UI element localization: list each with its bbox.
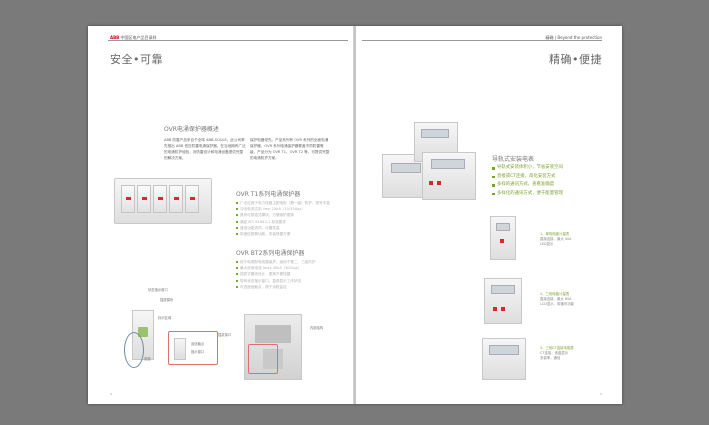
callout-label: 标识区域	[158, 316, 172, 320]
list-item: 多样的通讯方式，查看准确度	[492, 181, 563, 190]
meter-1-caption: 1、单相电能计量表 直接连接，最大 40A LED显示	[540, 232, 571, 247]
left-page: ABB 中国区电产品目录样 安全•可靠 OVR电涌保护器概述 ABB 防雷产品来…	[88, 26, 354, 404]
header-rule	[108, 40, 348, 41]
list-item: 用于电源配电线路保护，适用于第二、三级防护	[236, 259, 315, 265]
highlight-circle	[124, 332, 144, 368]
meter-1-line: LED显示	[540, 242, 554, 246]
three-phase-meter-image	[484, 278, 522, 324]
meter-3-title: 3、三相CT连接电能表	[540, 346, 574, 350]
meter-2-title: 2、三相电能计量表	[540, 292, 570, 296]
left-section-title: 安全•可靠	[110, 53, 163, 66]
bt2-module-image	[174, 338, 186, 360]
list-item: 满足 IEC 61643-1 标准要求	[236, 219, 330, 225]
callout-label: 底座	[144, 357, 151, 361]
list-item: 插拔式模块设计，更换方便快捷	[236, 271, 315, 277]
list-item: 可选遥信触点，便于远程监控	[236, 284, 315, 290]
list-item: 带有状态指示窗口，直观显示工作状态	[236, 278, 315, 284]
list-item: 广泛应用于电力线路主配电柜（第一级）防护，型号丰富	[236, 200, 330, 206]
list-item: 带遥信报警功能，安装快捷方便	[236, 231, 330, 237]
t1-feature-list: 广泛应用于电力线路主配电柜（第一级）防护，型号丰富 冲击电流达到 Iimp 25…	[236, 200, 330, 237]
meter-1-line: 直接连接，最大 40A	[540, 237, 572, 241]
ct-meter-image	[482, 338, 526, 380]
callout-label: 内部结构	[310, 326, 324, 330]
list-item: 具有可拔插式模块，方便维护更换	[236, 212, 330, 218]
meter-3-caption: 3、三相CT连接电能表 CT连接，液晶显示 多费率，通信	[540, 346, 574, 361]
list-item: 导轨式安装体积小，节省安装空间	[492, 164, 563, 173]
single-phase-meter-image	[490, 216, 516, 260]
t2-feature-list: 用于电源配电线路保护，适用于第二、三级防护 最大放电电流 Imax 40kA（8…	[236, 259, 315, 290]
callout-label: 指示窗口	[191, 350, 205, 354]
left-header-text: 中国区电产品目录样	[120, 35, 157, 40]
brochure-spread: ABB 中国区电产品目录样 安全•可靠 OVR电涌保护器概述 ABB 防雷产品来…	[88, 26, 622, 404]
meter-2-caption: 2、三相电能计量表 直接连接，最大 65A LCD显示，带通讯功能	[540, 292, 574, 307]
bt2-cross-section-image	[244, 314, 302, 380]
page-number: 5	[600, 392, 602, 396]
right-page: 精确 | Beyond the protection 精确•便捷 导轨式安装电表…	[356, 26, 622, 404]
t2-title: OVR BT2系列电涌保护器	[236, 250, 305, 257]
module	[137, 185, 151, 213]
page-number: 4	[110, 392, 112, 396]
meter-image	[422, 152, 476, 200]
callout-label: 插拔模块	[160, 298, 174, 302]
list-item: 冲击电流达到 Iimp 25kA（10/350μs）	[236, 206, 330, 212]
module	[185, 185, 199, 213]
abb-logo: ABB	[110, 35, 120, 40]
meter-3-line: 多费率，通信	[540, 356, 561, 360]
callout-label: 遥信触点	[191, 342, 205, 346]
highlight-frame	[168, 331, 218, 365]
right-header-text: 精确 | Beyond the protection	[545, 35, 602, 40]
right-section-title: 精确•便捷	[549, 53, 602, 66]
intro-col-2: 保护电器领先。产品系列有 OVR 系列的全面电涌保护器，OVR 系列电涌保护器覆…	[250, 138, 330, 160]
list-item: 遥信功能选项，可靠性高	[236, 225, 330, 231]
highlight-frame	[248, 344, 278, 374]
list-item: 多样化的通讯方式，便于能量管理	[492, 190, 563, 199]
meter-1-title: 1、单相电能计量表	[540, 232, 570, 236]
intro-title: OVR电涌保护器概述	[164, 126, 219, 133]
module	[121, 185, 135, 213]
module	[153, 185, 167, 213]
ovr-t1-product-image	[114, 178, 212, 224]
t1-title: OVR T1系列电涌保护器	[236, 191, 301, 198]
left-header: ABB 中国区电产品目录样	[110, 35, 156, 41]
meter-3-line: CT连接，液晶显示	[540, 351, 569, 355]
meter-title: 导轨式安装电表	[492, 156, 535, 163]
meter-2-line: LCD显示，带通讯功能	[540, 302, 574, 306]
callout-label: 插拔接口	[218, 333, 232, 337]
header-rule	[362, 40, 602, 41]
meter-2-line: 直接连接，最大 65A	[540, 297, 572, 301]
page-spine	[353, 26, 357, 404]
module	[169, 185, 183, 213]
list-item: 最大放电电流 Imax 40kA（8/20μs）	[236, 265, 315, 271]
intro-col-1: ABB 防雷产品来自于全球 ABB-SOULE。此公司率先推出 ABB 低压防雷…	[164, 138, 246, 160]
list-item: 直接或CT连接，简化安装方式	[492, 173, 563, 182]
callout-label: 状态指示窗口	[148, 288, 168, 292]
meter-feature-list: 导轨式安装体积小，节省安装空间 直接或CT连接，简化安装方式 多样的通讯方式，查…	[492, 164, 563, 198]
